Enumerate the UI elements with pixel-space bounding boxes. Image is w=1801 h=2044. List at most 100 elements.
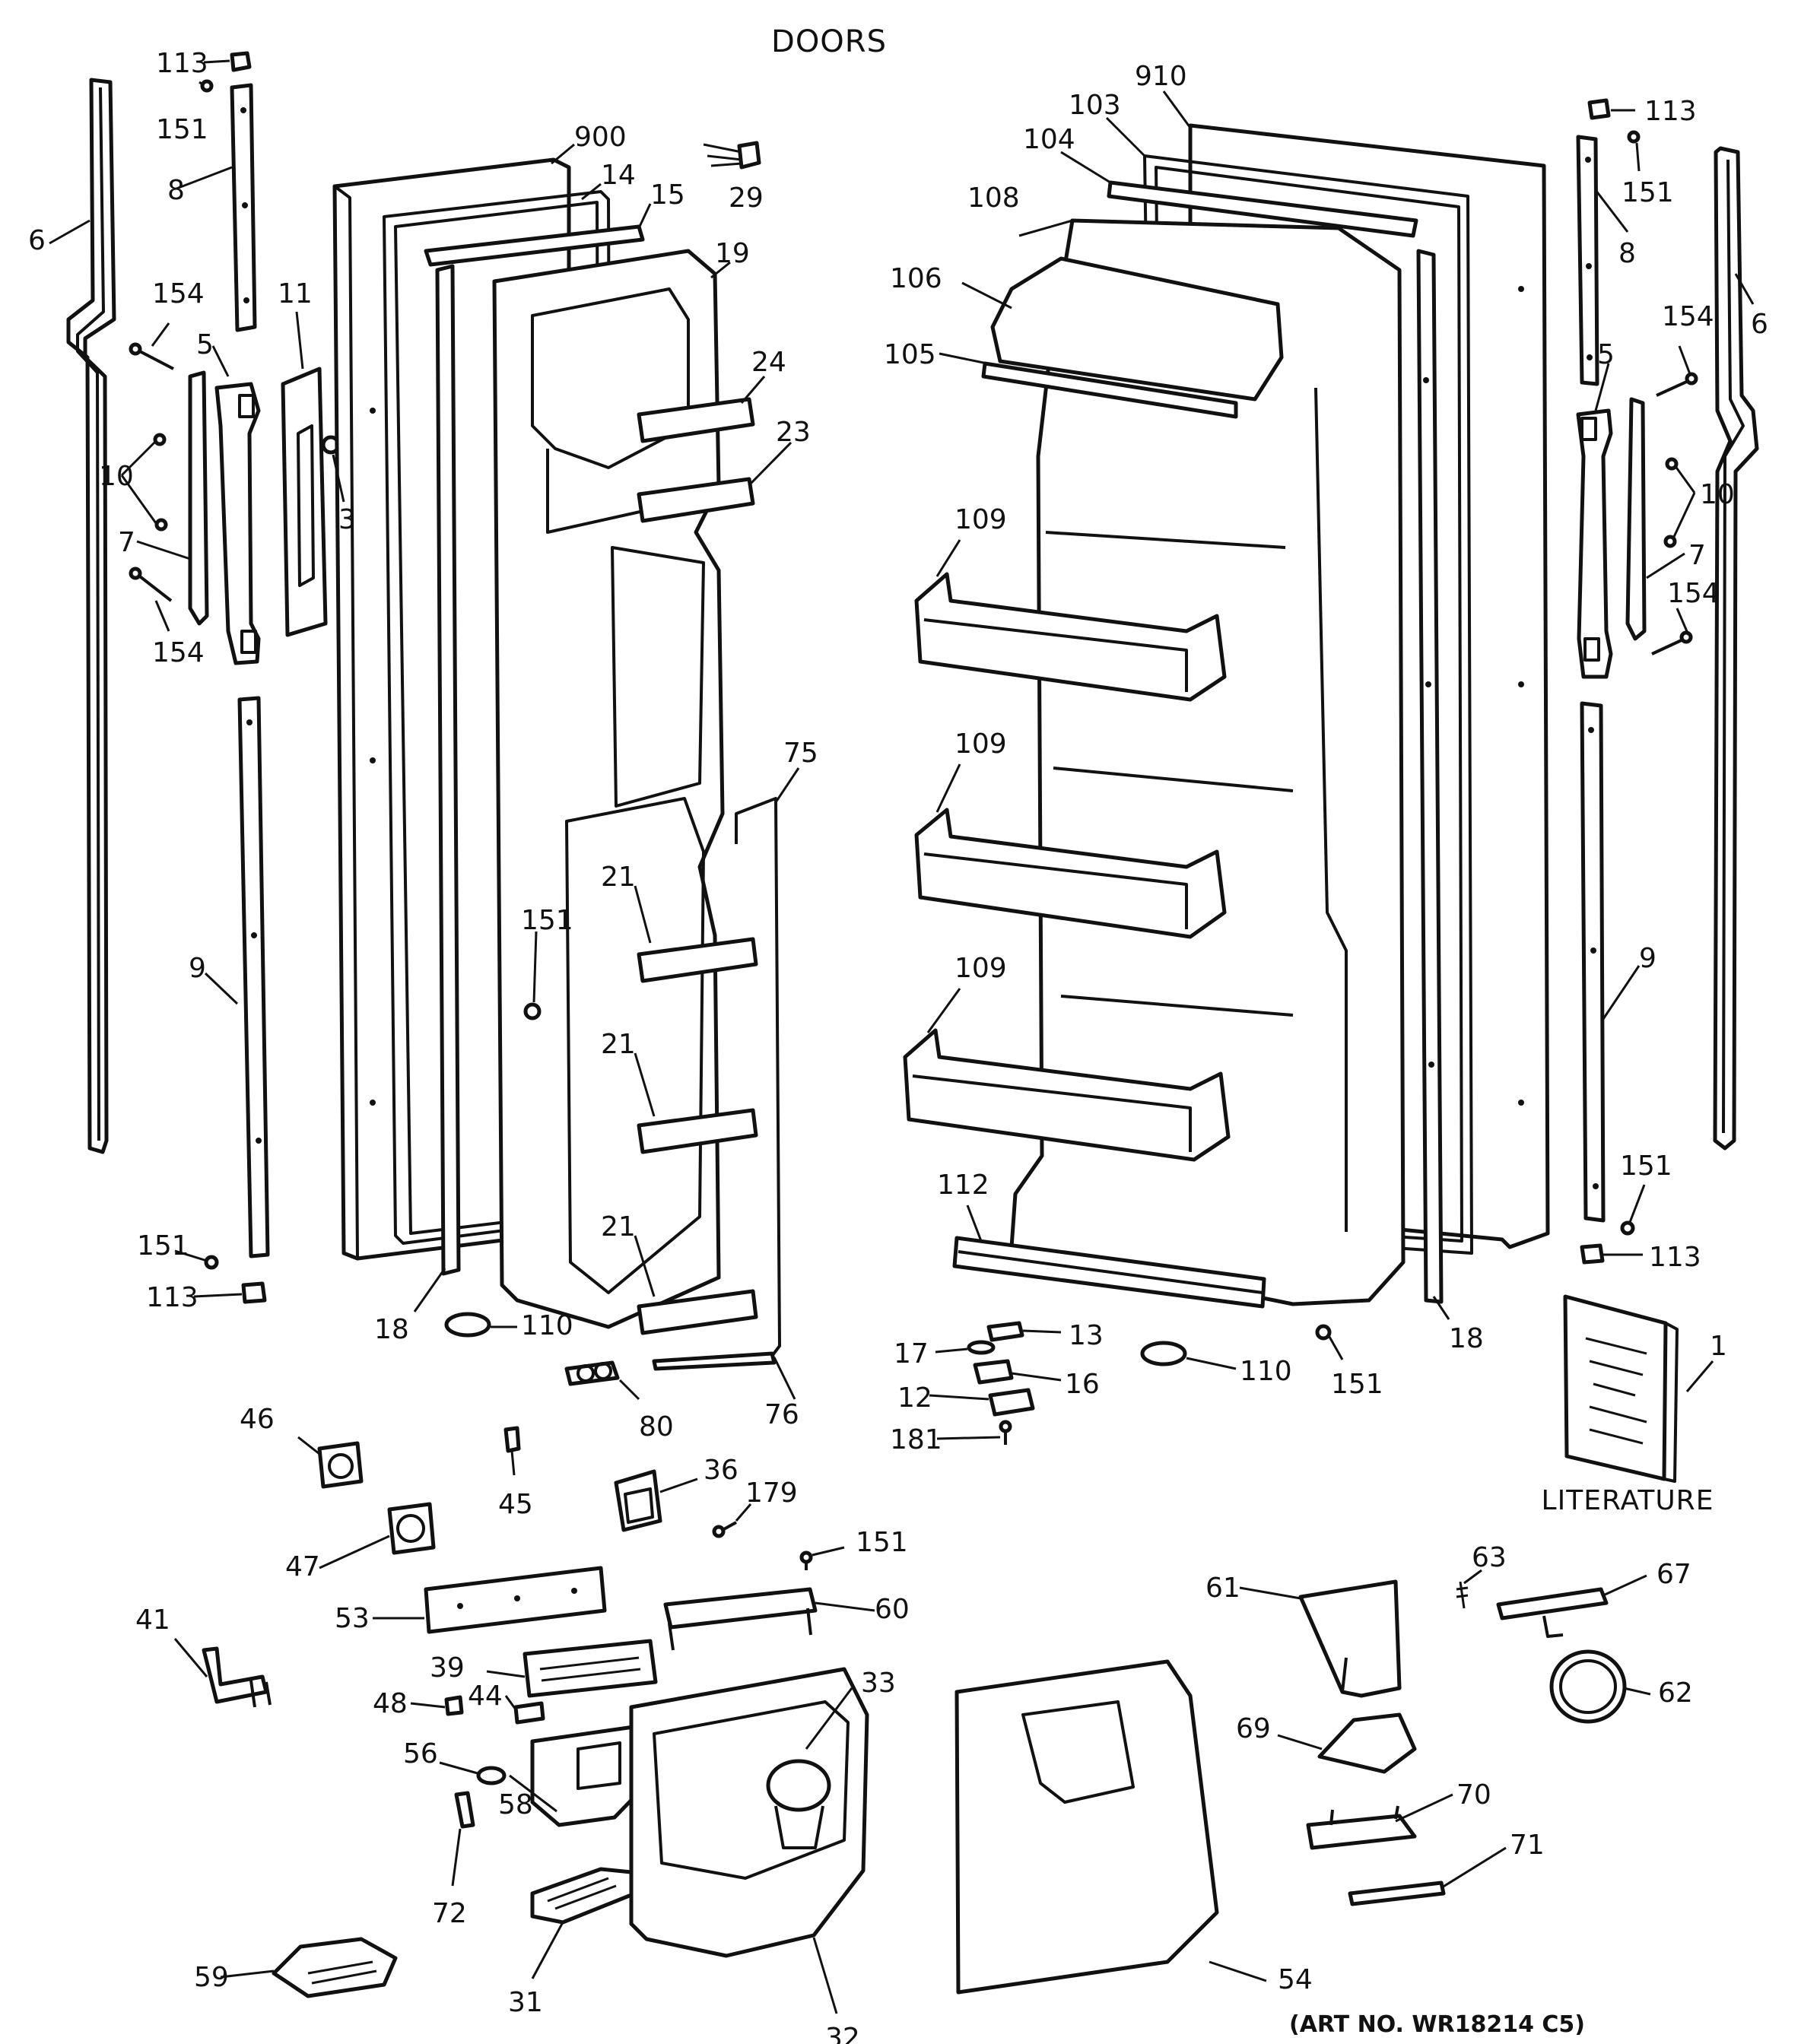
callout-62: 62 [1658,1677,1693,1709]
part-screw-179 [712,1521,737,1538]
callout-10: 10 [99,461,134,492]
part-bottom-rail-112 [952,1236,1266,1309]
callout-900: 900 [574,122,627,153]
part-screw-151-dispenser [799,1550,813,1570]
callout-32: 32 [825,2023,860,2044]
callout-19: 19 [715,238,750,269]
part-screw-154-lower-right [1651,630,1693,655]
callout-154: 154 [152,278,205,309]
callout-41: 41 [135,1604,170,1636]
callout-72: 72 [432,1898,467,1929]
part-cap-113-lower-right [1580,1243,1605,1265]
callout-18: 18 [1449,1323,1484,1354]
callout-113: 113 [156,48,208,79]
part-top-cap-15 [424,224,645,267]
part-lens-110-right [1140,1341,1187,1366]
callout-45: 45 [498,1489,533,1520]
callout-39: 39 [430,1652,465,1684]
part-shelf-rail-23 [637,477,755,523]
part-hinge-bushing-16 [973,1359,1014,1385]
part-cap-113-lower-left [241,1281,267,1304]
part-bracket-60 [663,1587,818,1651]
part-screw-151-top-left [200,79,214,93]
callout-24: 24 [751,347,786,378]
callout-109: 109 [954,504,1007,535]
callout-8: 8 [167,175,185,206]
callout-5: 5 [196,329,214,360]
part-handle-bracket-8-right [1576,135,1599,386]
part-screw-154-upper-left [129,342,174,370]
part-hinge-shim-13 [986,1321,1024,1342]
part-lever-41 [202,1646,272,1708]
callout-7: 7 [118,527,135,558]
callout-21: 21 [601,862,636,893]
callout-18: 18 [374,1314,409,1345]
part-arm-70 [1306,1805,1417,1850]
callout-60: 60 [875,1594,910,1625]
callout-36: 36 [704,1455,739,1486]
callout-109: 109 [954,728,1007,760]
callout-15: 15 [650,179,685,211]
part-water-tube-76 [652,1351,777,1371]
part-chute-61 [1298,1579,1402,1698]
callout-181: 181 [890,1424,942,1455]
callout-29: 29 [729,182,764,214]
part-dispenser-cover-54 [954,1659,1219,1995]
callout-31: 31 [508,1987,543,2018]
part-screw-154-upper-right [1656,372,1698,397]
part-rod-71 [1348,1881,1446,1906]
part-water-tube-75 [735,797,781,1363]
callout-56: 56 [403,1738,438,1769]
callout-10: 10 [1700,479,1735,510]
callout-54: 54 [1278,1964,1313,1995]
part-screw-151-right-door [1315,1324,1332,1341]
part-cap-113-top-right [1587,98,1611,120]
callout-6: 6 [28,225,46,256]
part-ring-62 [1549,1649,1627,1724]
callout-76: 76 [764,1399,799,1430]
part-handle-trim-left [66,78,116,1154]
part-cap-113-top-left [230,51,252,72]
callout-151: 151 [1620,1151,1672,1182]
callout-16: 16 [1065,1369,1100,1400]
callout-21: 21 [601,1029,636,1060]
leader-lines [49,59,1755,2014]
callout-8: 8 [1618,238,1636,269]
callout-70: 70 [1456,1779,1491,1811]
part-coupling-80 [564,1360,620,1386]
part-side-strip-18-right [1416,249,1444,1304]
art-number: (ART NO. WR18214 C5) [1289,2011,1585,2038]
part-pad-59 [272,1937,398,1998]
callout-910: 910 [1135,61,1187,92]
part-grommet-56 [476,1766,507,1785]
callout-44: 44 [468,1681,503,1712]
part-handle-insert-7-right [1625,397,1647,641]
callout-48: 48 [373,1688,408,1719]
part-screw-151-lower-right [1620,1220,1635,1236]
part-door-bin-109-upper [914,572,1227,702]
part-pad-44 [513,1701,545,1725]
callout-103: 103 [1069,90,1121,121]
part-clip-72 [454,1791,475,1829]
part-screw-181 [999,1420,1012,1445]
part-dairy-cover-106 [990,256,1284,402]
part-side-strip-18-left [435,264,461,1276]
part-bracket-67 [1496,1587,1609,1638]
part-screw-10-right [1663,457,1679,548]
callout-58: 58 [498,1789,533,1820]
callout-110: 110 [521,1310,573,1341]
callout-113: 113 [1649,1242,1701,1273]
part-shelf-rail-21-lower [637,1289,758,1335]
part-knob-46 [317,1441,364,1489]
part-handle-trim-right [1713,146,1759,1151]
callout-9: 9 [1639,943,1656,974]
part-handle-5-right [1576,408,1613,679]
callout-6: 6 [1751,309,1768,340]
callout-151: 151 [156,114,208,145]
callout-labels: 113 151 8 6 154 5 11 10 3 7 154 9 151 11… [28,48,1768,2044]
part-bracket-11 [281,367,328,637]
callout-5: 5 [1597,339,1615,370]
part-switch-board-39 [523,1639,658,1698]
callout-75: 75 [783,738,818,769]
